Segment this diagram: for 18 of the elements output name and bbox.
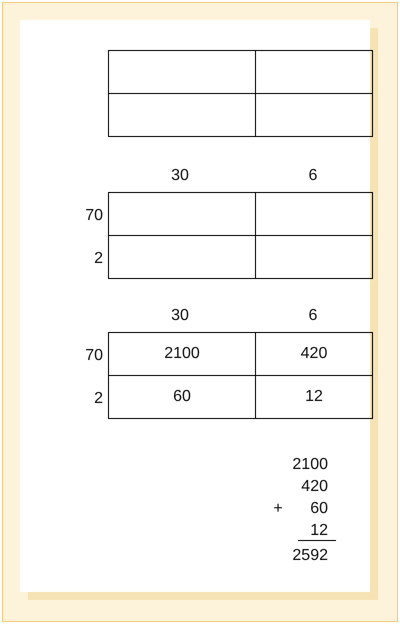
- sum-number: 2100: [292, 456, 328, 474]
- factor-label: 6: [308, 307, 318, 325]
- factor-label: 2: [94, 390, 103, 408]
- table-cell: 12: [255, 375, 373, 419]
- factor-label: 30: [171, 307, 189, 325]
- factor-label: 30: [171, 167, 189, 185]
- sum-number: 60: [310, 500, 328, 518]
- table-cell: 420: [255, 332, 373, 376]
- table-cell: 60: [108, 375, 256, 419]
- factor-label: 70: [85, 207, 103, 225]
- table-cell: 2100: [108, 332, 256, 376]
- sum-number: 2592: [292, 547, 328, 565]
- plus-sign: +: [273, 500, 283, 518]
- sum-number: 420: [301, 478, 328, 496]
- factor-label: 6: [308, 167, 318, 185]
- factor-label: 70: [85, 347, 103, 365]
- sum-number: 12: [310, 522, 328, 540]
- factor-label: 2: [94, 250, 103, 268]
